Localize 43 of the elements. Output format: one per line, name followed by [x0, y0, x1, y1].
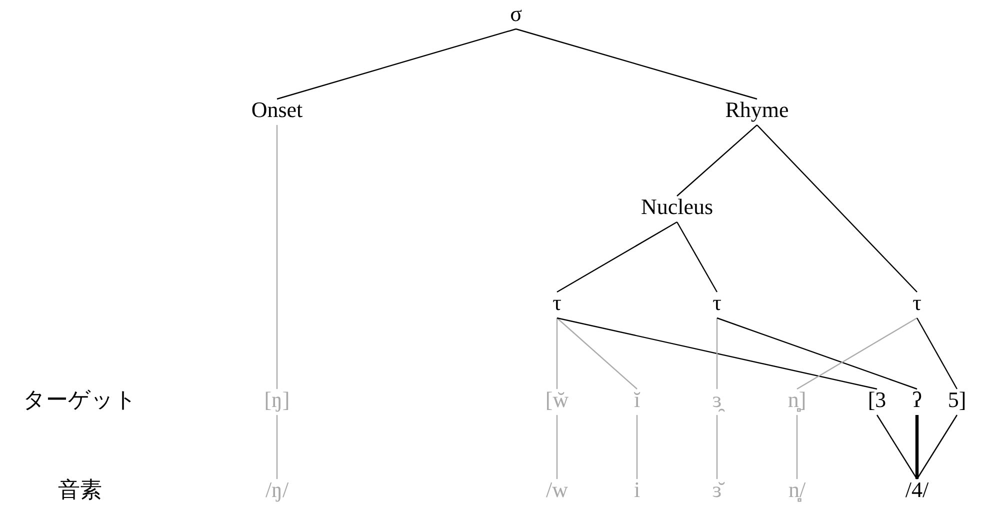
tree-node-label: σ	[510, 1, 522, 27]
tree-node-label: n̻/	[788, 477, 806, 503]
tree-branch-line	[636, 415, 638, 479]
tree-node-label: τ	[912, 290, 922, 316]
tree-node-label: [w̆	[545, 387, 569, 413]
tree-node-label: τ	[552, 290, 562, 316]
tree-node-label: 5]	[948, 387, 966, 413]
tree-branch-line	[676, 124, 758, 196]
tree-node-label: ʔ	[912, 387, 922, 413]
tree-node-label: Onset	[251, 97, 303, 123]
tree-branch-line	[556, 415, 558, 479]
tree-branch-line	[556, 318, 638, 390]
tree-branch-line	[716, 415, 718, 479]
tree-branch-line	[556, 317, 878, 390]
tree-branch-line	[796, 317, 918, 390]
tree-node-label: Nucleus	[640, 194, 714, 220]
tree-branch-line	[716, 318, 718, 389]
tree-branch-line	[516, 28, 758, 100]
row-label: ターゲット	[23, 387, 137, 413]
tree-branch-line	[556, 318, 558, 389]
tree-node-label: ĭ	[634, 387, 640, 413]
tree-branch-line	[916, 414, 958, 480]
tree-node-label: [3	[868, 387, 886, 413]
tree-node-label: Rhyme	[725, 97, 789, 123]
tree-node-label: [ŋ]	[264, 387, 290, 413]
tree-node-label: n̻]	[788, 387, 806, 413]
tree-branch-line	[676, 222, 718, 292]
tree-branch-line	[556, 221, 678, 293]
tree-node-label: /ŋ/	[265, 477, 289, 503]
tree-node-label: /4/	[905, 477, 929, 503]
tree-branch-line	[716, 317, 918, 390]
tree-branch-line	[916, 318, 958, 390]
tree-branch-line	[276, 28, 516, 100]
tree-branch-line	[276, 415, 278, 479]
tree-branch-line	[876, 414, 918, 480]
tree-branch-line	[796, 415, 798, 479]
tree-branch-line	[276, 125, 278, 389]
tree-branch-line	[915, 415, 919, 479]
tree-branch-line	[756, 124, 918, 292]
tree-node-label: i	[634, 477, 640, 503]
tree-node-label: τ	[712, 290, 722, 316]
tree-node-label: /w	[546, 477, 568, 503]
row-label: 音素	[58, 477, 102, 503]
